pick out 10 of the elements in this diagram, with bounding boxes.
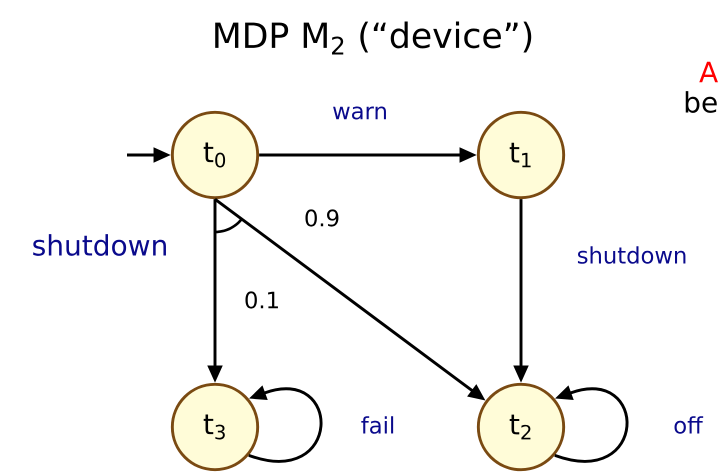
label: A: [699, 62, 718, 82]
edge-label: fail: [361, 416, 394, 434]
label: shutdown: [33, 234, 166, 256]
edge-label: shutdown: [578, 246, 686, 264]
edge-label: 0.9: [305, 209, 338, 227]
edge-label: 0.1: [245, 291, 278, 309]
edge-label: warn: [333, 106, 386, 120]
title: MDP M$_{2}$ (“device”): [215, 22, 532, 54]
label: be: [686, 91, 717, 113]
edge-label: off: [674, 416, 704, 434]
